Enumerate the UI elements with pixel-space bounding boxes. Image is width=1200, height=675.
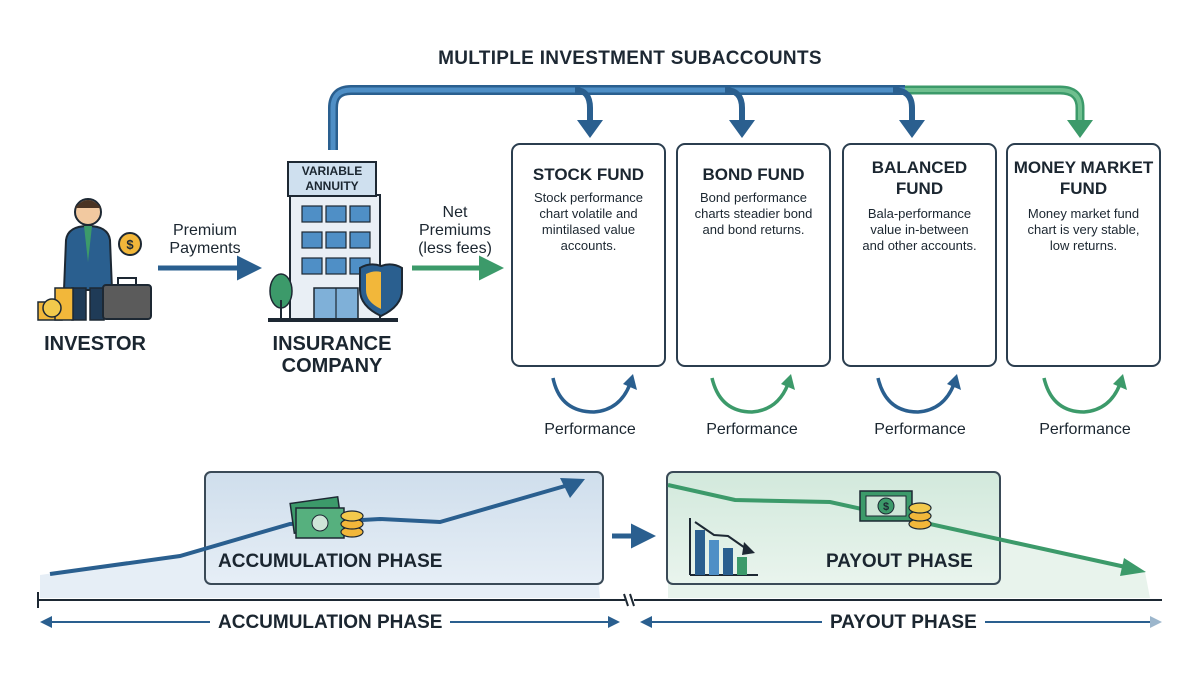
fund-desc-line: accounts. — [560, 238, 617, 253]
fund-desc-line: Bond performance — [700, 190, 807, 205]
performance-label-money-market: Performance — [1039, 421, 1131, 438]
investor-icon: $ — [62, 198, 142, 321]
fund-desc-line: chart is very stable, — [1027, 222, 1140, 237]
briefcase-icon — [102, 277, 152, 320]
fund-desc-line: mintilased value — [541, 222, 636, 237]
fund-desc-line: and bond returns. — [702, 222, 805, 237]
fund-title: BOND FUND — [702, 165, 805, 184]
svg-text:$: $ — [126, 237, 134, 252]
annuity-sign-line2: ANNUITY — [305, 179, 359, 193]
declining-chart-icon — [689, 518, 758, 576]
fund-card-bond: BOND FUND Bond performance charts steadi… — [676, 143, 831, 367]
fund-card-stock: STOCK FUND Stock performance chart volat… — [511, 143, 666, 367]
net-premiums-line2: Premiums — [418, 222, 491, 239]
fund-desc-line: chart volatile and — [539, 206, 638, 221]
fund-title-line2: FUND — [895, 179, 944, 198]
premium-label: Premium Payments — [150, 222, 260, 258]
annuity-sign-text: VARIABLE ANNUITY — [288, 164, 376, 194]
cash-stack-icon — [289, 495, 364, 539]
fund-description: Bala-performance value in-between and ot… — [850, 206, 989, 254]
payout-phase-box-label: PAYOUT PHASE — [826, 551, 973, 572]
fund-card-money-market: MONEY MARKET FUND Money market fund char… — [1006, 143, 1161, 367]
fund-desc-line: value in-between — [870, 222, 969, 237]
fund-title-line2: FUND — [1059, 179, 1108, 198]
premium-label-line1: Premium — [172, 222, 237, 239]
fund-card-balanced: BALANCED FUND Bala-performance value in-… — [842, 143, 997, 367]
insurer-label-line1: INSURANCE — [272, 333, 392, 355]
fund-description: Bond performance charts steadier bond an… — [684, 190, 823, 238]
fund-title: BALANCED FUND — [844, 157, 995, 199]
fund-desc-line: Bala-performance — [867, 206, 972, 221]
fund-desc-line: and other accounts. — [862, 238, 977, 253]
fund-desc-line: low returns. — [1049, 238, 1118, 253]
svg-text:$: $ — [883, 501, 889, 513]
premium-label-line2: Payments — [169, 240, 241, 257]
net-premiums-line3: (less fees) — [418, 240, 492, 257]
shield-icon — [359, 263, 403, 318]
performance-label-bond: Performance — [706, 421, 798, 438]
performance-arrows — [551, 374, 1127, 414]
page-title: MULTIPLE INVESTMENT SUBACCOUNTS — [438, 48, 822, 69]
fund-description: Money market fund chart is very stable, … — [1014, 206, 1153, 254]
coin-stack-icon — [37, 287, 74, 321]
fund-title: MONEY MARKET FUND — [1008, 157, 1159, 199]
fund-desc-line: Money market fund — [1027, 206, 1140, 221]
performance-label-balanced: Performance — [874, 421, 966, 438]
annuity-sign-line1: VARIABLE — [301, 164, 363, 178]
timeline-accumulation-label: ACCUMULATION PHASE — [210, 612, 451, 634]
net-premiums-label: Net Premiums (less fees) — [405, 204, 505, 258]
fund-title-line1: MONEY MARKET — [1013, 158, 1154, 177]
net-premiums-line1: Net — [442, 204, 468, 221]
fund-title: STOCK FUND — [532, 165, 645, 184]
performance-label-stock: Performance — [544, 421, 636, 438]
insurer-label: INSURANCE COMPANY — [262, 333, 402, 377]
banknote-icon: $ — [859, 490, 932, 530]
fund-desc-line: charts steadier bond — [694, 206, 813, 221]
insurer-label-line2: COMPANY — [281, 355, 383, 377]
fund-desc-line: Stock performance — [533, 190, 644, 205]
fund-description: Stock performance chart volatile and min… — [519, 190, 658, 254]
investor-label: INVESTOR — [44, 333, 146, 355]
tree-icon — [269, 273, 293, 318]
annuity-sign — [287, 161, 377, 197]
payout-area — [666, 471, 1150, 598]
accumulation-area — [40, 471, 604, 598]
fund-title-line1: BALANCED — [871, 158, 968, 177]
accumulation-phase-box-label: ACCUMULATION PHASE — [218, 551, 443, 572]
timeline-payout-label: PAYOUT PHASE — [822, 612, 985, 634]
distribution-arrows — [328, 85, 1093, 150]
